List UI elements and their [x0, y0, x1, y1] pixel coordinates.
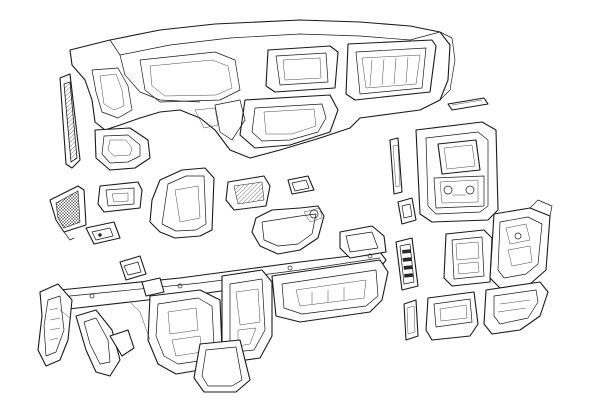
left-lower-bezel: [94, 127, 151, 171]
right-lower-trim: [403, 299, 419, 341]
steering-column-cover: [251, 205, 325, 255]
control-panel: [443, 229, 493, 287]
upper-dash-panel: [69, 19, 456, 159]
center-stack-bezel: [415, 121, 499, 223]
console-bracket: [483, 281, 549, 335]
left-small-switch: [85, 221, 121, 245]
slim-side-trim: [389, 137, 417, 225]
cross-car-beam: [37, 225, 389, 393]
left-end-cap: [59, 73, 81, 169]
lower-tray: [425, 291, 479, 341]
small-vent-bezel: [287, 175, 315, 195]
top-trim-strip: [447, 97, 489, 111]
switch-block: [395, 237, 419, 291]
speaker-grille: [225, 175, 271, 211]
left-switch-bracket: [97, 181, 143, 213]
radio-module: [489, 199, 553, 289]
left-knee-bolster: [59, 301, 151, 341]
left-vent-grille: [49, 185, 87, 241]
instrument-cluster-hood: [149, 167, 215, 239]
